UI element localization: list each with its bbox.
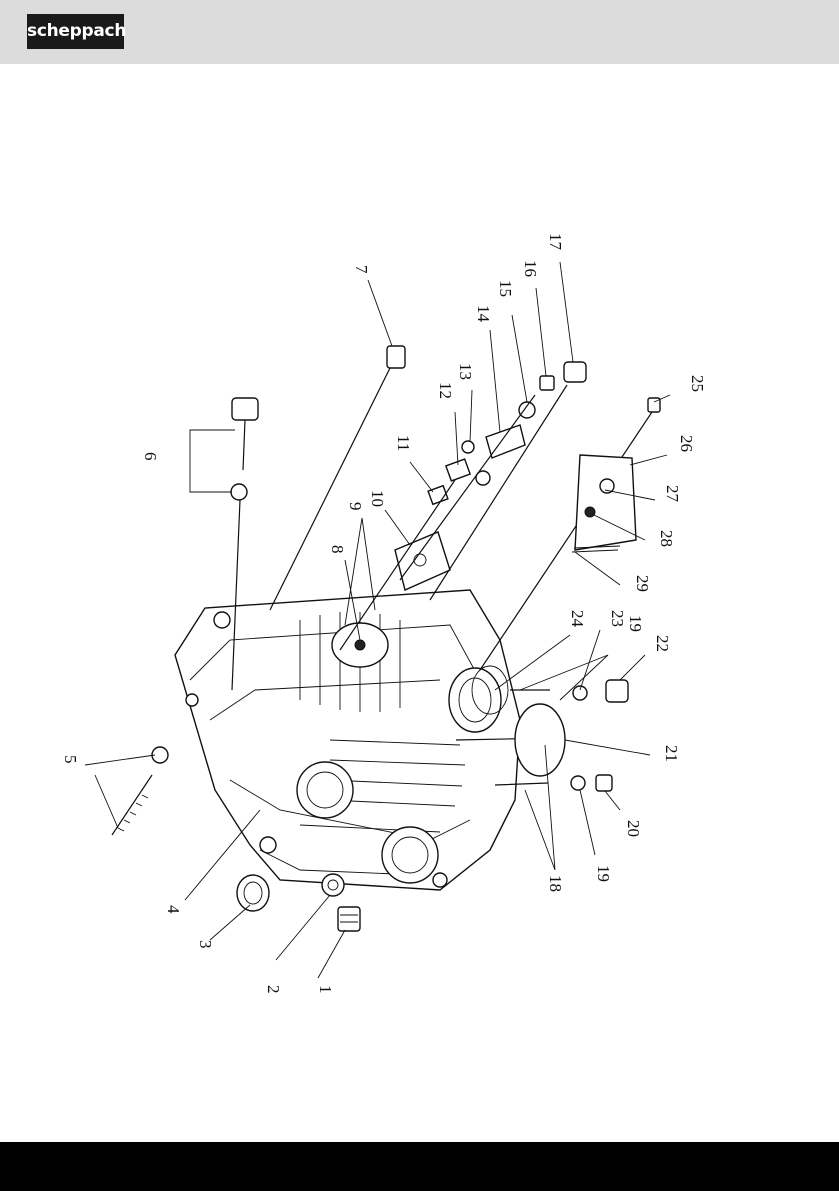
label-25: 25: [688, 375, 707, 392]
label-14: 14: [474, 305, 493, 323]
label-1: 1: [316, 985, 335, 994]
label-19-bottom: 19: [594, 865, 613, 882]
label-23: 23: [608, 610, 627, 627]
label-7: 7: [352, 265, 371, 274]
part-bolt-7: [387, 346, 405, 368]
footer-bar: [0, 1142, 839, 1191]
label-8: 8: [328, 545, 347, 554]
label-27: 27: [663, 485, 682, 503]
part-cap-nut-22: [606, 680, 628, 702]
label-21: 21: [662, 745, 681, 762]
part-bolt-16: [540, 376, 554, 390]
label-11: 11: [394, 435, 413, 451]
part-o-ring-21: [515, 704, 565, 776]
label-12: 12: [436, 382, 455, 399]
label-24: 24: [568, 610, 587, 628]
part-cap-17: [564, 362, 586, 382]
label-20: 20: [624, 820, 643, 837]
part-nut-20: [596, 775, 612, 791]
part-drain-plug: [338, 907, 360, 931]
part-nut-19a: [573, 686, 587, 700]
label-6: 6: [141, 452, 160, 461]
label-5: 5: [61, 755, 80, 764]
label-9: 9: [346, 502, 365, 511]
label-26: 26: [677, 435, 696, 452]
label-4: 4: [164, 905, 183, 914]
label-17: 17: [546, 233, 565, 251]
label-16: 16: [521, 260, 540, 277]
label-28: 28: [657, 530, 676, 547]
part-washer: [322, 874, 344, 896]
label-29: 29: [633, 575, 652, 592]
part-oil-seal: [237, 875, 269, 911]
part-plate-14: [486, 425, 525, 458]
label-13: 13: [456, 363, 475, 380]
label-19-right: 19: [626, 615, 645, 632]
part-washer-15: [519, 402, 535, 418]
part-nut-19b: [571, 776, 585, 790]
part-nut-13: [462, 441, 474, 453]
label-18: 18: [546, 875, 565, 892]
label-15: 15: [496, 280, 515, 297]
part-cover: [572, 455, 636, 552]
label-22: 22: [653, 635, 672, 652]
label-3: 3: [196, 940, 215, 949]
label-2: 2: [264, 985, 283, 994]
label-10: 10: [368, 490, 387, 507]
